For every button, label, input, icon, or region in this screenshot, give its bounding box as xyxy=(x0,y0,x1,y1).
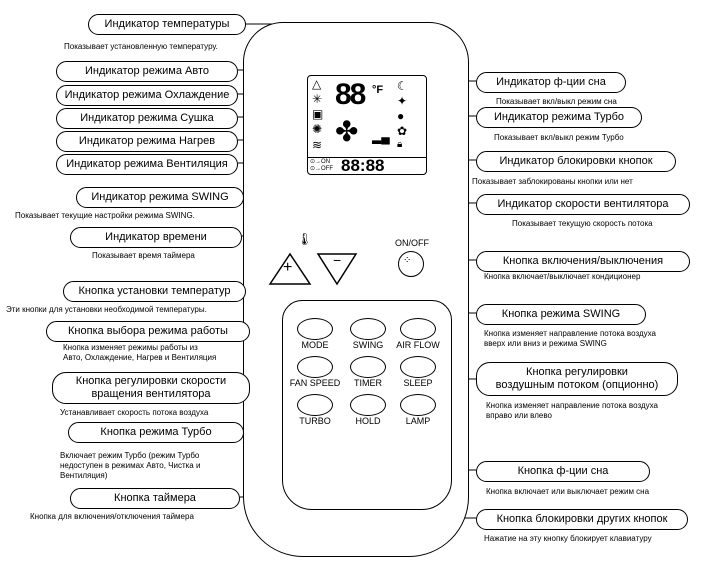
on-off-labels: ⊙→ON ⊙→OFF xyxy=(310,159,334,172)
desc-sleep-button: Кнопка включает или выключает режим сна xyxy=(486,487,650,496)
callout-sleep-button: Кнопка ф-ции сна xyxy=(476,461,650,482)
desc-turbo-button-2: недоступен в режимах Авто, Чистка и xyxy=(60,461,201,470)
desc-sleep-indicator: Показывает вкл/выкл режим сна xyxy=(496,97,617,106)
desc-time-indicator: Показывает время таймера xyxy=(92,251,195,260)
desc-temp-buttons: Эти кнопки для установки необходимой тем… xyxy=(6,305,207,314)
callout-onoff-button: Кнопка включения/выключения xyxy=(476,251,690,272)
lcd-display xyxy=(307,75,427,175)
callout-swing-indicator: Индикатор режима SWING xyxy=(76,187,244,208)
mode-button[interactable] xyxy=(297,318,333,340)
hold-button[interactable] xyxy=(350,394,386,416)
desc-fan-speed-indicator: Показывает текущую скорость потока xyxy=(512,219,653,228)
lcd-timer: 88:88 xyxy=(341,156,385,175)
hold-label: HOLD xyxy=(355,416,381,426)
temp-buttons xyxy=(268,252,358,286)
callout-timer-button: Кнопка таймера xyxy=(70,488,240,509)
air-flow-button[interactable] xyxy=(400,318,436,340)
fan-speed-bars-icon: ▂▄ xyxy=(372,130,390,144)
plus-icon: + xyxy=(283,259,293,276)
callout-cool-mode: Индикатор режима Охлаждение xyxy=(56,85,238,106)
sleep-label: SLEEP xyxy=(403,378,433,388)
desc-timer-button: Кнопка для включения/отключения таймера xyxy=(30,512,194,521)
callout-airflow-button: Кнопка регулировки воздушным потоком (оп… xyxy=(476,362,678,396)
fan-blade-icon: ✤ xyxy=(335,116,359,147)
minus-icon: − xyxy=(333,252,342,268)
lcd-unit: °F xyxy=(372,84,384,96)
auto-icon: △ xyxy=(312,77,322,91)
desc-airflow-button-1: Кнопка изменяет направление потока возду… xyxy=(486,401,658,410)
desc-turbo-indicator: Показывает вкл/выкл режим Турбо xyxy=(494,133,624,142)
thermometer-icon: 🌡︎ xyxy=(297,232,313,246)
callout-fan-speed-title-2: вращения вентилятора xyxy=(91,388,211,400)
desc-temp-indicator: Показывает установленную температуру. xyxy=(64,42,218,51)
power-dots-icon: ⁘ xyxy=(403,255,412,266)
callout-swing-button: Кнопка режима SWING xyxy=(476,304,646,325)
temp-down-button[interactable] xyxy=(316,253,358,286)
sleep-button[interactable] xyxy=(400,356,436,378)
mode-label: MODE xyxy=(301,340,329,350)
lcd-on-label: ON xyxy=(321,159,331,165)
callout-sleep-indicator: Индикатор ф-ции сна xyxy=(476,72,626,93)
callout-temp-buttons: Кнопка установки температур xyxy=(63,281,246,302)
swing-button[interactable] xyxy=(350,318,386,340)
desc-mode-button-2: Авто, Охлаждение, Нагрев и Вентиляция xyxy=(63,353,217,362)
callout-heat-mode: Индикатор режима Нагрев xyxy=(56,131,238,152)
light-icon: ✦ xyxy=(397,94,408,108)
onoff-button[interactable]: ⁘ xyxy=(398,251,424,277)
lock-icon: 🔒︎ xyxy=(397,139,403,150)
callout-mode-button: Кнопка выбора режима работы xyxy=(46,321,250,342)
button-panel xyxy=(282,300,452,510)
lcd-off-label: OFF xyxy=(321,166,334,172)
callout-turbo-indicator: Индикатор режима Турбо xyxy=(476,107,642,128)
callout-lock-indicator: Индикатор блокировки кнопок xyxy=(476,151,676,172)
desc-turbo-button-3: Вентиляция) xyxy=(60,471,108,480)
onoff-label: ON/OFF xyxy=(395,238,429,248)
lamp-button[interactable] xyxy=(400,394,436,416)
callout-fan-speed-button: Кнопка регулировки скорости вращения вен… xyxy=(52,372,250,404)
callout-time-indicator: Индикатор времени xyxy=(70,227,242,248)
desc-onoff-button: Кнопка включает/выключает кондиционер xyxy=(484,272,641,281)
snowflake-icon: ✳ xyxy=(312,92,323,106)
moon-icon: ☾ xyxy=(397,79,408,93)
desc-turbo-button-1: Включает режим Турбо (режим Турбо xyxy=(60,451,200,460)
turbo-button[interactable] xyxy=(297,394,333,416)
callout-fan-speed-indicator: Индикатор скорости вентилятора xyxy=(476,194,690,215)
lamp-label: LAMP xyxy=(405,416,431,426)
callout-airflow-title-1: Кнопка регулировки xyxy=(526,366,628,378)
air-flow-label: AIR FLOW xyxy=(396,340,440,350)
desc-mode-button-1: Кнопка изменяет режимы работы из xyxy=(63,343,198,352)
sun-icon: ✺ xyxy=(312,122,323,136)
callout-dry-mode: Индикатор режима Сушка xyxy=(56,108,238,129)
fan-speed-button[interactable] xyxy=(297,356,333,378)
turbo-label: TURBO xyxy=(299,416,331,426)
callout-fan-speed-title-1: Кнопка регулировки скорости xyxy=(75,375,227,387)
callout-hold-button: Кнопка блокировки других кнопок xyxy=(476,509,688,530)
swing-label: SWING xyxy=(352,340,384,350)
fan-speed-label: FAN SPEED xyxy=(289,378,341,388)
lcd-temperature: 88 xyxy=(335,78,366,111)
callout-auto-mode: Индикатор режима Авто xyxy=(56,61,238,82)
desc-swing-button-1: Кнопка изменяет направление потока возду… xyxy=(484,329,656,338)
timer-button[interactable] xyxy=(350,356,386,378)
desc-fan-speed-button: Устанавливает скорость потока воздуха xyxy=(60,408,209,417)
fan-mode-icon: ≋ xyxy=(312,138,323,152)
dry-icon: ▣ xyxy=(312,107,324,121)
timer-label: TIMER xyxy=(354,378,382,388)
turbo-icon: ● xyxy=(397,109,405,123)
lcd-timer-area xyxy=(307,157,427,175)
desc-hold-button: Нажатие на эту кнопку блокирует клавиату… xyxy=(484,534,652,543)
desc-lock-indicator: Показывает заблокированы кнопки или нет xyxy=(472,177,633,186)
callout-fan-mode: Индикатор режима Вентиляция xyxy=(56,154,238,175)
callout-airflow-title-2: воздушным потоком (опционно) xyxy=(495,379,659,391)
airflow-icon: ✿ xyxy=(397,124,408,138)
callout-turbo-button: Кнопка режима Турбо xyxy=(68,422,244,443)
desc-swing-button-2: вверх или вниз и режима SWING xyxy=(484,339,607,348)
desc-airflow-button-2: вправо или влево xyxy=(486,411,552,420)
temp-up-button[interactable] xyxy=(268,252,312,285)
desc-swing-indicator: Показывает текущие настройки режима SWIN… xyxy=(15,211,195,220)
callout-temp-indicator: Индикатор температуры xyxy=(88,14,246,35)
